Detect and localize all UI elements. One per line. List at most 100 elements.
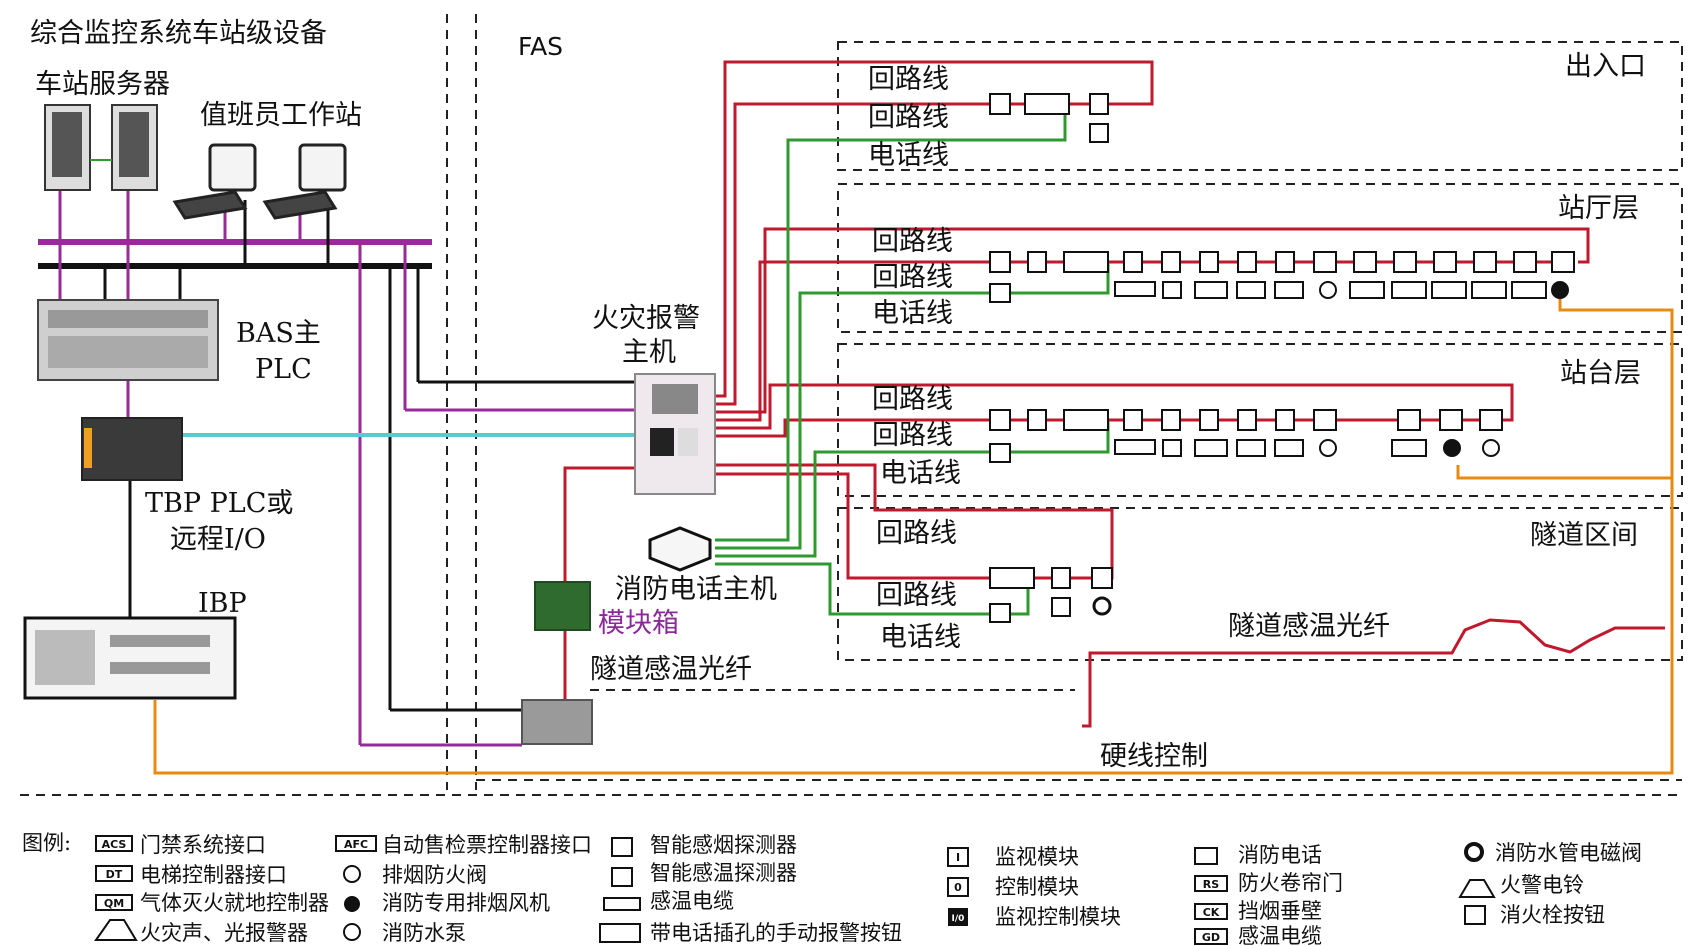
module-box-label: 模块箱	[598, 608, 679, 639]
module-box	[534, 581, 591, 631]
fire-host-label-2: 主机	[622, 337, 676, 368]
bas-plc-label-1: BAS主	[236, 318, 321, 349]
tbp-plc	[81, 417, 183, 481]
tunnel-zone	[837, 507, 1683, 661]
entrance-loop-label-2: 回路线	[868, 102, 949, 133]
svg-text:电梯控制器接口: 电梯控制器接口	[140, 863, 287, 887]
legend-title: 图例:	[22, 831, 71, 855]
legend-item-afc: AFC 自动售检票控制器接口	[335, 833, 592, 857]
svg-text:控制模块: 控制模块	[995, 875, 1079, 899]
svg-text:防火卷帘门: 防火卷帘门	[1238, 871, 1343, 895]
legend-item-heat-cable: 感温电缆	[603, 889, 734, 913]
svg-text:CK: CK	[1203, 906, 1220, 919]
region-boundaries	[20, 14, 1683, 796]
server-label: 车站服务器	[35, 69, 170, 100]
legend-item-manual-button: 带电话插孔的手动报警按钮	[599, 921, 902, 945]
tunnel-label: 隧道区间	[1530, 520, 1638, 551]
svg-text:0: 0	[954, 881, 962, 894]
platform-symbols	[989, 409, 1503, 463]
legend-item-alarm: 火灾声、光报警器	[94, 919, 308, 945]
workstation-label: 值班员工作站	[200, 100, 362, 131]
tunnel-loop-label-2: 回路线	[876, 580, 957, 611]
svg-text:QM: QM	[104, 897, 124, 910]
legend-item-monitor-module: I 监视模块	[947, 845, 1079, 869]
svg-text:I/0: I/0	[952, 914, 965, 924]
network-buses	[38, 185, 635, 747]
entrance-loop-label-1: 回路线	[868, 64, 949, 95]
svg-text:消防专用排烟风机: 消防专用排烟风机	[382, 891, 550, 915]
svg-text:消防水泵: 消防水泵	[382, 921, 466, 945]
tbp-label-1: TBP PLC或	[145, 488, 293, 519]
phone-lines	[715, 104, 1110, 616]
svg-text:ACS: ACS	[102, 838, 127, 851]
platform-loop-label-2: 回路线	[872, 420, 953, 451]
svg-text:自动售检票控制器接口: 自动售检票控制器接口	[382, 833, 592, 857]
svg-text:智能感温探测器: 智能感温探测器	[650, 861, 797, 885]
svg-text:带电话插孔的手动报警按钮: 带电话插孔的手动报警按钮	[650, 921, 902, 945]
platform-label: 站台层	[1560, 358, 1641, 389]
tunnel-symbols	[989, 567, 1113, 623]
svg-text:监视控制模块: 监视控制模块	[995, 905, 1121, 929]
svg-text:GD: GD	[1202, 931, 1220, 944]
platform-loop-label-1: 回路线	[872, 384, 953, 415]
legend-item-hydrant: 消火栓按钮	[1464, 903, 1605, 927]
phone-host	[648, 526, 712, 572]
hardwire-lines	[153, 292, 1674, 775]
svg-text:监视模块: 监视模块	[995, 845, 1079, 869]
svg-text:挡烟垂壁: 挡烟垂壁	[1238, 899, 1322, 923]
legend-item-fire-phone: 消防电话	[1194, 843, 1322, 867]
tunnel-phone-label: 电话线	[880, 622, 961, 653]
legend-item-ck: CK 挡烟垂壁	[1194, 899, 1322, 923]
fiber-right-label: 隧道感温光纤	[1228, 611, 1390, 642]
fiber-left-label: 隧道感温光纤	[590, 654, 752, 685]
legend-item-rs: RS 防火卷帘门	[1194, 871, 1343, 895]
line-labels: 回路线 回路线 电话线 回路线 回路线 电话线 回路线 回路线 电话线 回路线 …	[868, 64, 961, 653]
bas-plc	[37, 299, 219, 381]
hall-symbols	[989, 251, 1575, 303]
legend-item-heat: 智能感温探测器	[611, 861, 797, 887]
legend-item-io-module: I/0 监视控制模块	[948, 905, 1121, 929]
bas-plc-label-2: PLC	[255, 354, 312, 385]
legend-item-qm: QM 气体灭火就地控制器	[95, 891, 329, 915]
platform-zone	[837, 343, 1683, 497]
ibp-label: IBP	[198, 588, 247, 619]
left-region-title: 综合监控系统车站级设备	[30, 18, 327, 49]
platform-phone-label: 电话线	[880, 458, 961, 489]
hall-phone-label: 电话线	[872, 298, 953, 329]
fire-host-label-1: 火灾报警	[592, 303, 700, 334]
tbp-label-2: 远程I/O	[170, 524, 266, 555]
entrance-phone-label: 电话线	[868, 140, 949, 171]
svg-text:AFC: AFC	[344, 838, 368, 851]
legend-item-smoke: 智能感烟探测器	[611, 833, 797, 857]
loop-lines	[563, 60, 1665, 728]
fire-alarm-host	[634, 373, 716, 495]
legend-item-bell: 火警电铃	[1458, 873, 1584, 898]
svg-text:RS: RS	[1203, 878, 1219, 891]
legend-item-pump: 消防水泵	[343, 921, 466, 945]
svg-text:消防电话: 消防电话	[1238, 843, 1322, 867]
fas-region-title: FAS	[518, 32, 563, 61]
legend-item-control-module: 0 控制模块	[947, 875, 1079, 899]
legend-item-damper: 排烟防火阀	[343, 863, 487, 887]
legend-item-dt: DT 电梯控制器接口	[95, 863, 287, 887]
svg-text:I: I	[956, 851, 960, 864]
svg-text:感温电缆: 感温电缆	[650, 889, 734, 913]
fiber-host	[521, 699, 593, 745]
entrance-symbols	[989, 93, 1109, 143]
legend-item-acs: ACS 门禁系统接口	[95, 833, 266, 857]
legend-item-gd: GD 感温电缆	[1194, 924, 1322, 946]
svg-text:智能感烟探测器: 智能感烟探测器	[650, 833, 797, 857]
station-servers	[44, 104, 158, 191]
ibp-panel	[23, 616, 237, 700]
svg-text:火警电铃: 火警电铃	[1500, 873, 1584, 897]
hall-zone	[837, 183, 1683, 333]
hall-loop-label-1: 回路线	[872, 226, 953, 257]
phone-host-label: 消防电话主机	[615, 574, 777, 605]
svg-text:感温电缆: 感温电缆	[1238, 924, 1322, 946]
svg-text:消防水管电磁阀: 消防水管电磁阀	[1495, 841, 1642, 865]
legend-item-fan: 消防专用排烟风机	[344, 891, 550, 915]
svg-text:DT: DT	[106, 868, 123, 881]
svg-text:排烟防火阀: 排烟防火阀	[382, 863, 487, 887]
hardwire-label: 硬线控制	[1100, 741, 1208, 772]
